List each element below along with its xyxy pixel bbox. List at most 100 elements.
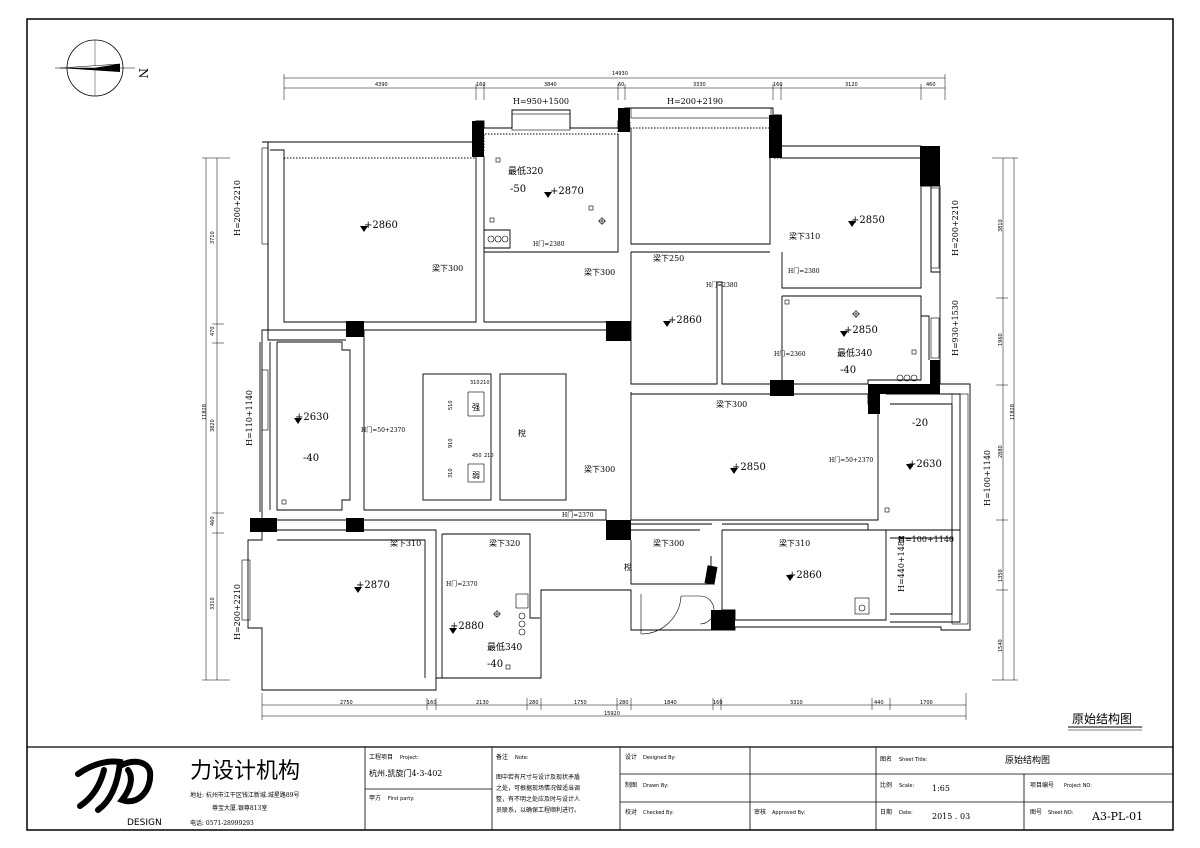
note-line: 整，有不明之处应及时与设计人 bbox=[496, 795, 580, 803]
room-label: 最低320 bbox=[508, 165, 543, 177]
drawing-title: 原始结构图 bbox=[1072, 711, 1132, 726]
dim-bottom-11: 1700 bbox=[920, 700, 933, 706]
stair-dim: 450 bbox=[472, 453, 482, 459]
room-label: -20 bbox=[912, 418, 928, 429]
door-label: H门=2370 bbox=[446, 580, 478, 588]
window-label: H=200+2190 bbox=[667, 97, 723, 106]
sheet-title-value: 原始结构图 bbox=[1005, 754, 1050, 766]
dim-bottom-6: 280 bbox=[619, 700, 629, 706]
dim-left-total: 11828 bbox=[202, 404, 208, 420]
check-label-en: Checked By: bbox=[643, 810, 674, 816]
window-label: H=950+1500 bbox=[513, 97, 569, 106]
company-address-2: 尊宝大厦.银尊813室 bbox=[212, 804, 267, 812]
sheet-no-label-en: Sheet NO: bbox=[1048, 810, 1074, 816]
window-label: H=110+1140 bbox=[245, 390, 254, 446]
dim-bottom-total: 15920 bbox=[604, 711, 620, 717]
room-label: -40 bbox=[840, 365, 856, 376]
beam-label: 梁下300 bbox=[432, 264, 463, 273]
sheet-no-label: 图号 bbox=[1030, 809, 1042, 816]
door-label: H门=2380 bbox=[788, 267, 820, 275]
company-logo: DESIGN bbox=[75, 758, 162, 828]
panel-strong-label: 强 bbox=[472, 403, 480, 412]
window-label: H=200+2210 bbox=[951, 200, 960, 256]
dim-top-6: 160 bbox=[773, 82, 783, 88]
window-label: H=200+2210 bbox=[233, 180, 242, 236]
scale-label-en: Scale: bbox=[899, 783, 914, 789]
scale-label: 比例 bbox=[880, 781, 892, 789]
sheet-title-label: 图名 bbox=[880, 755, 892, 763]
party-label: 甲方 bbox=[369, 794, 381, 802]
door-label: H门=50+2370 bbox=[361, 426, 405, 434]
fixtures bbox=[467, 235, 918, 636]
room-label: -40 bbox=[487, 659, 503, 670]
dim-right-1: 3810 bbox=[998, 219, 1004, 232]
compass-north-label: N bbox=[136, 68, 150, 79]
dimension-bottom bbox=[261, 693, 967, 720]
note-line: 图中若有尺寸与设计及现状矛盾 bbox=[496, 773, 580, 781]
dim-right-3: 2880 bbox=[998, 445, 1004, 458]
dim-top-1: 4390 bbox=[375, 82, 388, 88]
company-address-1: 地址: 杭州市江干区钱江新城.城星路89号 bbox=[190, 791, 299, 799]
room-label: +2860 bbox=[668, 315, 702, 326]
dim-left-4: 460 bbox=[210, 516, 216, 526]
windows bbox=[241, 107, 969, 625]
beam-label: 梁下300 bbox=[584, 268, 615, 277]
draw-label-en: Drawn By: bbox=[643, 783, 669, 789]
sheet-no-value: A3-PL-01 bbox=[1091, 810, 1143, 823]
note-label: 备注 bbox=[496, 753, 508, 761]
dim-left-1: 3710 bbox=[210, 231, 216, 244]
date-label: 日期 bbox=[880, 808, 892, 816]
dim-top-2: 160 bbox=[476, 82, 486, 88]
beam-label: 梁下310 bbox=[789, 232, 820, 241]
dim-bottom-5: 1750 bbox=[574, 700, 587, 706]
room-label: +2880 bbox=[450, 621, 484, 632]
room-label: +2860 bbox=[788, 570, 822, 581]
door-label: H门=2370 bbox=[562, 511, 594, 519]
project-value: 杭州.凯旋门4-3-402 bbox=[369, 768, 442, 778]
date-value: 2015 . 03 bbox=[932, 812, 970, 821]
dim-bottom-2: 160 bbox=[427, 700, 437, 706]
stair-dim: 210 bbox=[484, 453, 494, 459]
room-label: -40 bbox=[303, 453, 319, 464]
structural-columns bbox=[250, 108, 940, 630]
note-label-en: Note: bbox=[515, 755, 529, 761]
room-label: +2630 bbox=[908, 459, 942, 470]
dim-top-3: 3840 bbox=[544, 82, 557, 88]
room-label: 最低340 bbox=[487, 641, 522, 653]
stair-dim: 310 bbox=[448, 468, 454, 478]
date-label-en: Date: bbox=[899, 810, 913, 816]
beam-label: 梁下310 bbox=[390, 539, 421, 548]
stair-dim: 310 bbox=[470, 380, 480, 386]
project-no-label-en: Project NO: bbox=[1064, 783, 1092, 789]
scale-value: 1:65 bbox=[932, 784, 950, 793]
logo-text: DESIGN bbox=[127, 818, 162, 828]
room-label: +2850 bbox=[732, 462, 766, 473]
dim-left-2: 470 bbox=[210, 326, 216, 336]
elevation-markers bbox=[294, 192, 914, 634]
meter-label: 梲 bbox=[624, 562, 632, 572]
dim-bottom-4: 280 bbox=[529, 700, 539, 706]
company-name: 力设计机构 bbox=[190, 759, 300, 784]
dim-top-4: 60 bbox=[618, 82, 624, 88]
room-label: -50 bbox=[510, 184, 526, 195]
panel-weak-label: 弱 bbox=[472, 471, 480, 480]
room-label: +2870 bbox=[550, 186, 584, 197]
check-label: 校对 bbox=[625, 808, 637, 816]
sheet-title-label-en: Sheet Title: bbox=[899, 757, 928, 763]
beam-label: 梁下300 bbox=[716, 400, 747, 409]
window-label: H=440+1480 bbox=[897, 536, 906, 592]
beam-label: 梁下250 bbox=[653, 254, 684, 263]
project-label-en: Project: bbox=[400, 755, 419, 761]
ceiling-markers bbox=[281, 157, 917, 670]
dim-right-2: 1960 bbox=[998, 333, 1004, 346]
window-label: H=100+1140 bbox=[898, 535, 954, 544]
stair-dim: 510 bbox=[448, 400, 454, 410]
note-line: 之处，可根据现场情况做适当调 bbox=[496, 784, 580, 792]
stair-dim: 910 bbox=[448, 438, 454, 448]
title-block bbox=[27, 746, 1173, 830]
stair-dim: 210 bbox=[480, 380, 490, 386]
window-label: H=200+2210 bbox=[233, 584, 242, 640]
dimension-right bbox=[992, 157, 1018, 681]
door-label: H门=2380 bbox=[706, 281, 738, 289]
room-label: +2850 bbox=[844, 325, 878, 336]
